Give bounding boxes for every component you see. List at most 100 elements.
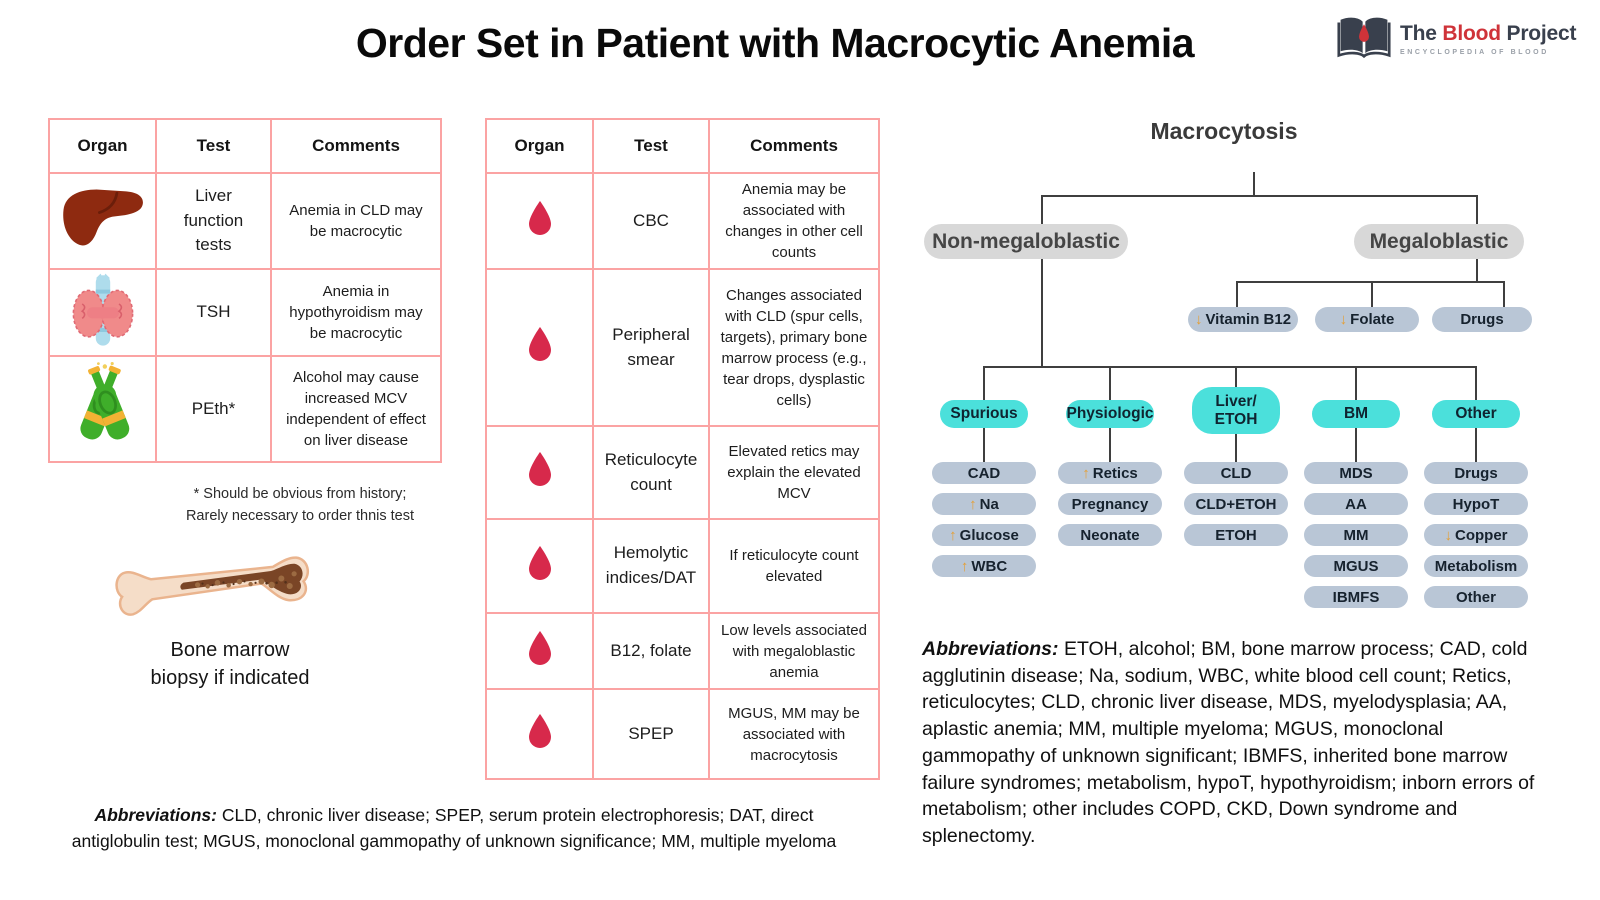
node-liver-etoh: Liver/ETOH: [1192, 387, 1280, 434]
down-arrow-icon: ↓: [1339, 311, 1348, 328]
blood-drop-icon: [485, 518, 594, 614]
node-spurious: Spurious: [940, 400, 1028, 428]
node-megaloblastic: Megaloblastic: [1354, 224, 1524, 259]
flow-line: [1476, 195, 1478, 224]
table-row: Reticulocyte count Elevated retics may e…: [485, 425, 880, 520]
blood-drop-icon: [485, 612, 594, 690]
alcohol-bottles-icon: [48, 355, 157, 463]
test-cell: Peripheral smear: [592, 268, 710, 427]
node-drugs-other: Drugs: [1424, 462, 1528, 484]
node-hypot: HypoT: [1424, 493, 1528, 515]
comment-cell: Low levels associated with megaloblastic…: [708, 612, 880, 690]
node-non-megaloblastic: Non-megaloblastic: [924, 224, 1128, 259]
table-row: Hemolytic indices/DAT If reticulocyte co…: [485, 518, 880, 614]
node-mgus: MGUS: [1304, 555, 1408, 577]
node-copper: ↓Copper: [1424, 524, 1528, 546]
node-cad: CAD: [932, 462, 1036, 484]
comment-cell: Anemia may be associated with changes in…: [708, 172, 880, 270]
bone-caption: Bone marrow biopsy if indicated: [150, 639, 310, 689]
node-mm: MM: [1304, 524, 1408, 546]
comment-cell: If reticulocyte count elevated: [708, 518, 880, 614]
test-cell: CBC: [592, 172, 710, 270]
table-header-row: Organ Test Comments: [48, 118, 442, 174]
table-row: B12, folate Low levels associated with m…: [485, 612, 880, 690]
flow-line: [1355, 428, 1357, 462]
col-header-test: Test: [155, 118, 272, 174]
node-neonate: Neonate: [1058, 524, 1162, 546]
col-header-comments: Comments: [270, 118, 442, 174]
blood-drop-icon: [485, 688, 594, 780]
node-physiologic: Physiologic: [1066, 400, 1154, 428]
table-row: PEth* Alcohol may cause increased MCV in…: [48, 355, 442, 463]
abbreviations-label: Abbreviations:: [94, 805, 217, 825]
down-arrow-icon: ↓: [1444, 526, 1453, 544]
flow-line: [983, 428, 985, 462]
node-folate: ↓Folate: [1315, 307, 1419, 332]
flow-line: [1236, 281, 1238, 307]
up-arrow-icon: ↑: [1082, 464, 1090, 482]
node-ibmfs: IBMFS: [1304, 586, 1408, 608]
col-header-test: Test: [592, 118, 710, 174]
flow-line: [1235, 434, 1237, 462]
node-retics: ↑Retics: [1058, 462, 1162, 484]
node-other: Other: [1432, 400, 1520, 428]
table-row: Peripheral smear Changes associated with…: [485, 268, 880, 427]
table-row: Liver function tests Anemia in CLD may b…: [48, 172, 442, 270]
node-na: ↑Na: [932, 493, 1036, 515]
col-header-comments: Comments: [708, 118, 880, 174]
col-header-organ: Organ: [485, 118, 594, 174]
node-aa: AA: [1304, 493, 1408, 515]
node-etoh: ETOH: [1184, 524, 1288, 546]
node-cld: CLD: [1184, 462, 1288, 484]
comment-cell: Alcohol may cause increased MCV independ…: [270, 355, 442, 463]
liver-icon: [48, 172, 157, 270]
table1-footnote: * Should be obvious from history; Rarely…: [185, 486, 415, 524]
flow-line: [1475, 366, 1477, 400]
logo-wordmark: The Blood Project: [1400, 21, 1577, 45]
blood-drop-icon: [485, 425, 594, 520]
node-cld-etoh: CLD+ETOH: [1184, 493, 1288, 515]
flow-line: [1235, 366, 1237, 387]
flow-line: [1476, 259, 1478, 282]
comment-cell: Changes associated with CLD (spur cells,…: [708, 268, 880, 427]
test-cell: B12, folate: [592, 612, 710, 690]
node-drugs-mega: Drugs: [1432, 307, 1532, 332]
flow-line: [1041, 259, 1043, 366]
flow-line: [983, 366, 985, 400]
test-cell: PEth*: [155, 355, 272, 463]
flow-line: [983, 366, 1477, 368]
table-row: TSH Anemia in hypothyroidism may be macr…: [48, 268, 442, 357]
comment-cell: Anemia in hypothyroidism may be macrocyt…: [270, 268, 442, 357]
table-row: SPEP MGUS, MM may be associated with mac…: [485, 688, 880, 780]
logo-tagline: ENCYCLOPEDIA OF BLOOD: [1400, 48, 1549, 56]
flow-line: [1253, 172, 1255, 195]
flow-line: [1041, 195, 1043, 224]
test-cell: Liver function tests: [155, 172, 272, 270]
up-arrow-icon: ↑: [949, 526, 957, 544]
flow-line: [1041, 195, 1478, 197]
blood-drop-icon: [485, 268, 594, 427]
open-book-blood-drop-icon: [1337, 13, 1391, 64]
blood-tests-table: Organ Test Comments CBC Anemia may be as…: [485, 118, 880, 780]
table-row: CBC Anemia may be associated with change…: [485, 172, 880, 270]
test-cell: Hemolytic indices/DAT: [592, 518, 710, 614]
node-pregnancy: Pregnancy: [1058, 493, 1162, 515]
flow-line: [1355, 366, 1357, 400]
node-wbc: ↑WBC: [932, 555, 1036, 577]
abbreviations-left: Abbreviations: CLD, chronic liver diseas…: [71, 805, 837, 852]
thyroid-icon: [48, 268, 157, 357]
up-arrow-icon: ↑: [969, 495, 977, 513]
test-cell: Reticulocyte count: [592, 425, 710, 520]
node-other-misc: Other: [1424, 586, 1528, 608]
organ-tests-table: Organ Test Comments Liver function tests…: [48, 118, 442, 463]
table-header-row: Organ Test Comments: [485, 118, 880, 174]
col-header-organ: Organ: [48, 118, 157, 174]
blood-drop-icon: [485, 172, 594, 270]
node-mds: MDS: [1304, 462, 1408, 484]
node-metabolism: Metabolism: [1424, 555, 1528, 577]
blood-project-logo: The Blood Project ENCYCLOPEDIA OF BLOOD: [1337, 13, 1577, 64]
flow-line: [1109, 428, 1111, 462]
down-arrow-icon: ↓: [1194, 311, 1203, 328]
bone-marrow-icon: [110, 541, 320, 645]
comment-cell: Elevated retics may explain the elevated…: [708, 425, 880, 520]
